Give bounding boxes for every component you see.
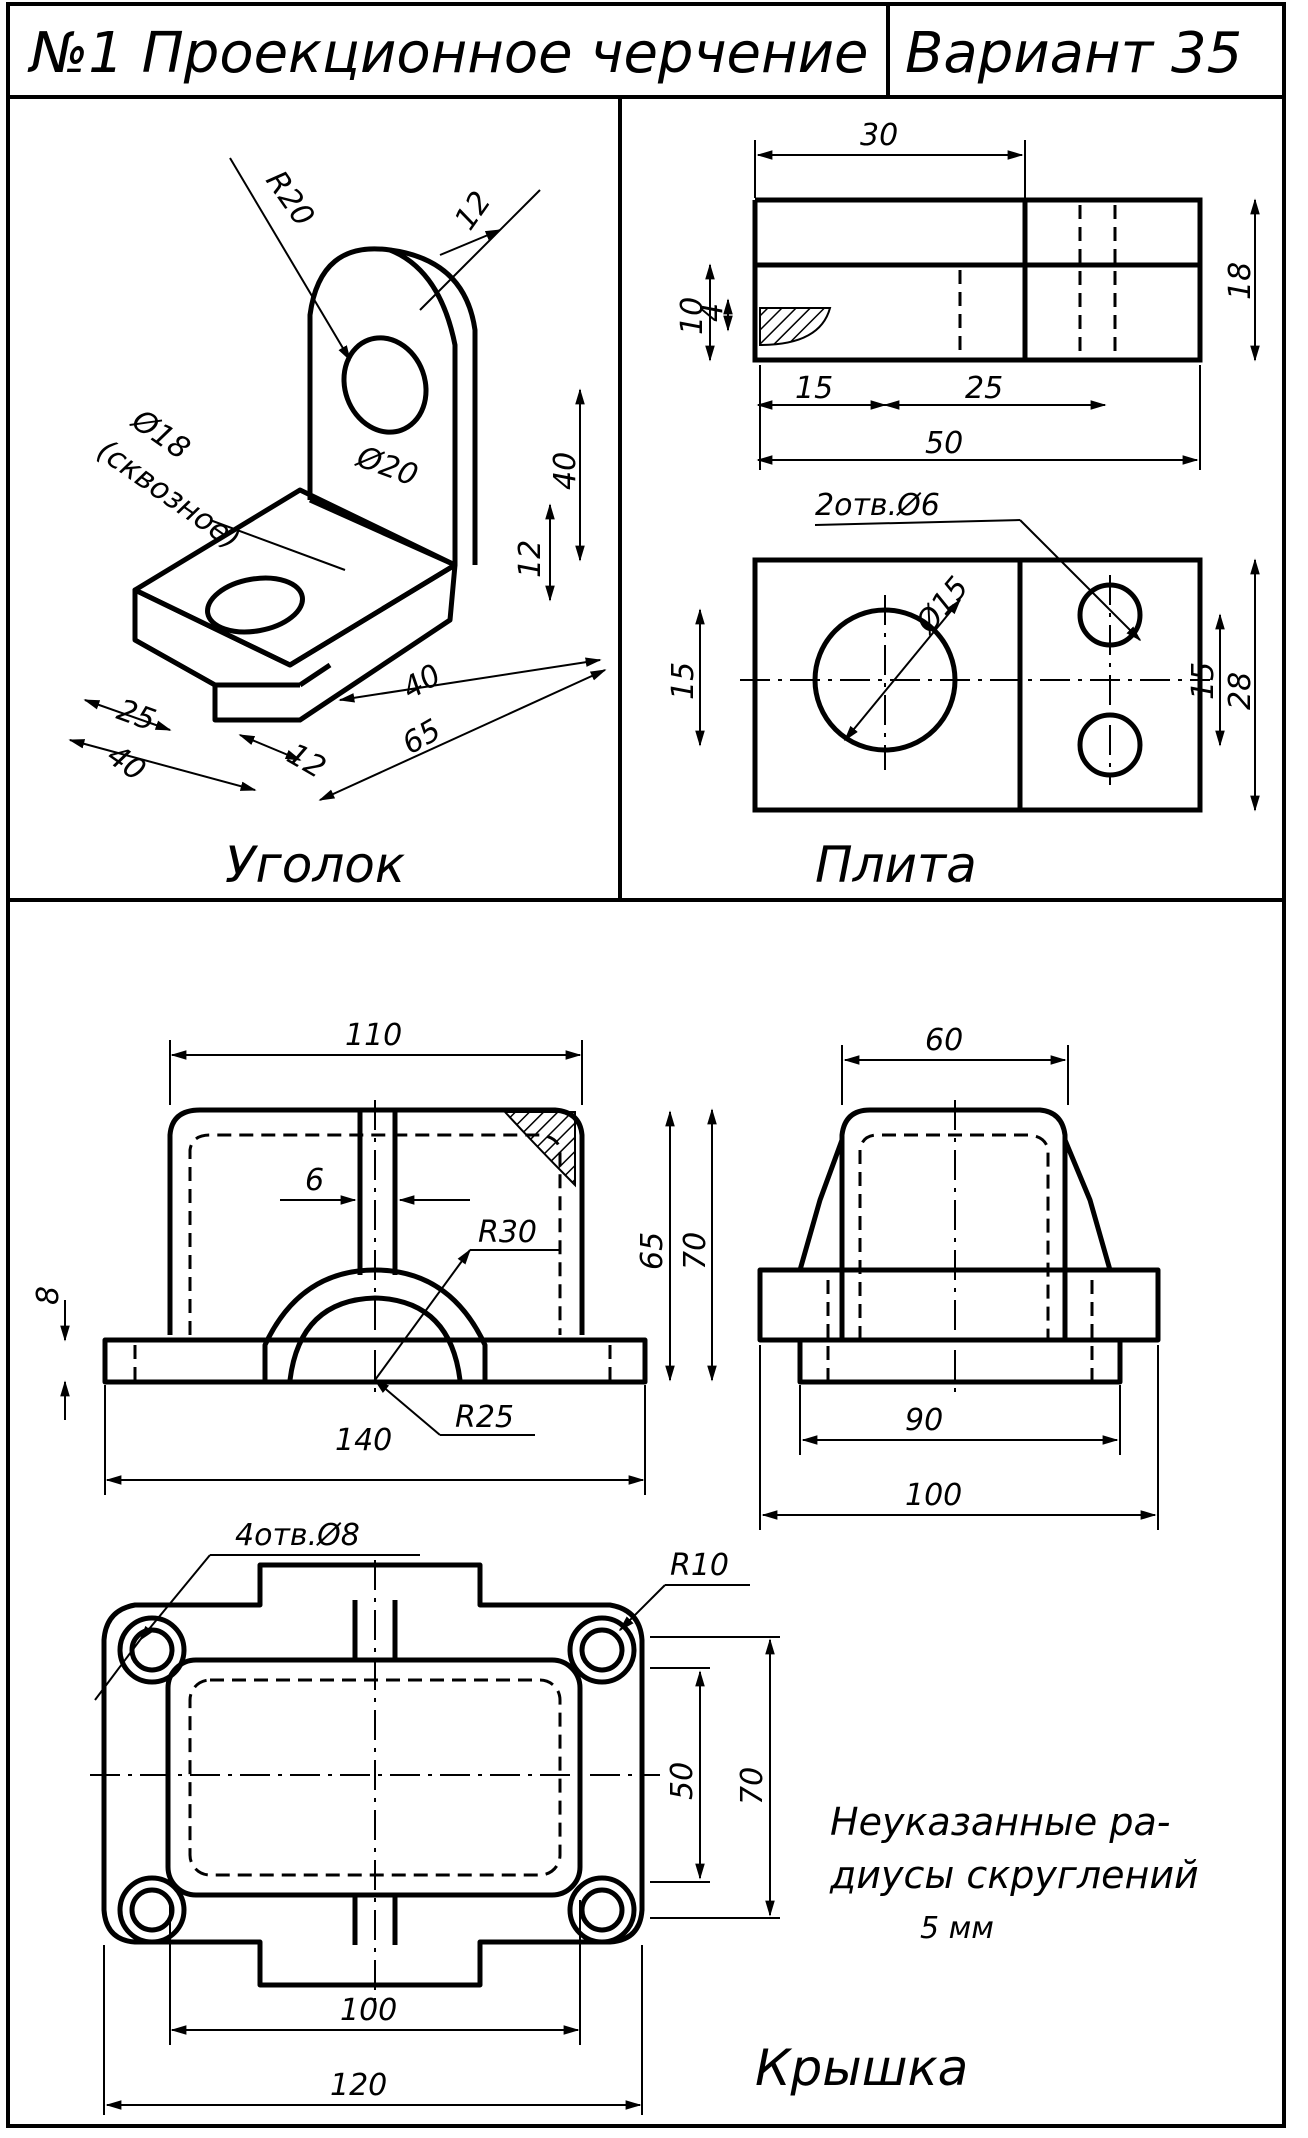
kryshka-side-hidden-lines <box>826 1133 1094 1380</box>
ugolok-caption: Уголок <box>225 836 405 894</box>
plita-caption: Плита <box>815 836 977 894</box>
kryshka-dim-110: 110 <box>345 1018 402 1053</box>
plita-dim-15: 15 <box>795 371 833 406</box>
ugolok-dim-12-top: 12 <box>448 185 499 236</box>
ugolok-dim-40-base: 40 <box>397 658 448 707</box>
ugolok-dimension-lines <box>68 157 607 801</box>
plita-dim-15-left: 15 <box>666 662 701 700</box>
kryshka-hatched-section <box>502 1111 576 1188</box>
kryshka-dim-50: 50 <box>665 1762 700 1800</box>
variant-label: Вариант 35 <box>905 21 1242 86</box>
kryshka-dim-90: 90 <box>905 1403 943 1438</box>
kryshka-dim-120: 120 <box>330 2068 387 2103</box>
plita-dimension-lines <box>695 140 1260 812</box>
kryshka-front-dimension-lines <box>60 1040 717 1495</box>
kryshka-caption: Крышка <box>755 2039 968 2097</box>
kryshka-dim-65: 65 <box>635 1232 670 1270</box>
kryshka-plan-center-lines <box>90 1560 660 2000</box>
kryshka-plan-dimension-lines <box>94 1554 780 2115</box>
kryshka-side-dimension-lines <box>759 1045 1159 1530</box>
plita-dim-18: 18 <box>1223 262 1258 300</box>
kryshka-dim-100: 100 <box>905 1478 962 1513</box>
kryshka-note-line-2: диусы скруглений <box>829 1853 1199 1897</box>
plita-dim-30: 30 <box>860 118 898 153</box>
kryshka-front-hidden-lines <box>133 1133 612 1380</box>
plita-dim-25: 25 <box>965 371 1003 406</box>
plita-front-view <box>752 197 1203 363</box>
sheet-title: №1 Проекционное черчение <box>27 21 868 86</box>
kryshka-dim-r10: R10 <box>670 1548 729 1583</box>
kryshka-dim-70-plan: 70 <box>735 1767 770 1805</box>
kryshka-dim-70: 70 <box>678 1232 713 1270</box>
kryshka-dim-140: 140 <box>335 1423 392 1458</box>
kryshka-dim-100-plan: 100 <box>340 1993 397 2028</box>
kryshka-dim-r25: R25 <box>455 1400 514 1435</box>
ugolok-dim-25: 25 <box>112 693 160 739</box>
plita-dim-50: 50 <box>925 426 963 461</box>
ugolok-dim-40-vertical: 40 <box>548 452 583 490</box>
plita-holes-label: 2отв.Ø6 <box>815 488 940 523</box>
plita-hatched-section <box>759 307 832 347</box>
plita-dim-4: 4 <box>695 303 730 322</box>
kryshka-note-line-3: 5 мм <box>920 1911 994 1946</box>
sheet-frame <box>6 2 1286 2128</box>
kryshka-side-view <box>757 1107 1161 1385</box>
plita-hidden-lines <box>958 205 1117 360</box>
ugolok-dim-12-base: 12 <box>281 737 332 786</box>
kryshka-dim-r30: R30 <box>478 1215 537 1250</box>
kryshka-holes-label: 4отв.Ø8 <box>235 1518 360 1553</box>
ugolok-isometric-view <box>132 246 478 723</box>
ugolok-dim-40-left: 40 <box>100 738 151 789</box>
kryshka-dim-8: 8 <box>31 1286 66 1305</box>
plita-dim-d15: Ø15 <box>908 570 976 641</box>
ugolok-dim-12-vertical: 12 <box>513 540 548 578</box>
kryshka-note-line-1: Неуказанные ра- <box>830 1800 1170 1844</box>
plita-dim-10: 10 <box>675 297 710 335</box>
plita-plan-view <box>752 557 1203 813</box>
kryshka-dim-60: 60 <box>925 1023 963 1058</box>
ugolok-dim-d20: Ø20 <box>350 439 422 494</box>
plita-dim-15-right: 15 <box>1186 662 1221 700</box>
plita-dim-28: 28 <box>1223 672 1258 710</box>
kryshka-dim-6: 6 <box>305 1163 324 1198</box>
ugolok-dim-65: 65 <box>397 713 448 762</box>
